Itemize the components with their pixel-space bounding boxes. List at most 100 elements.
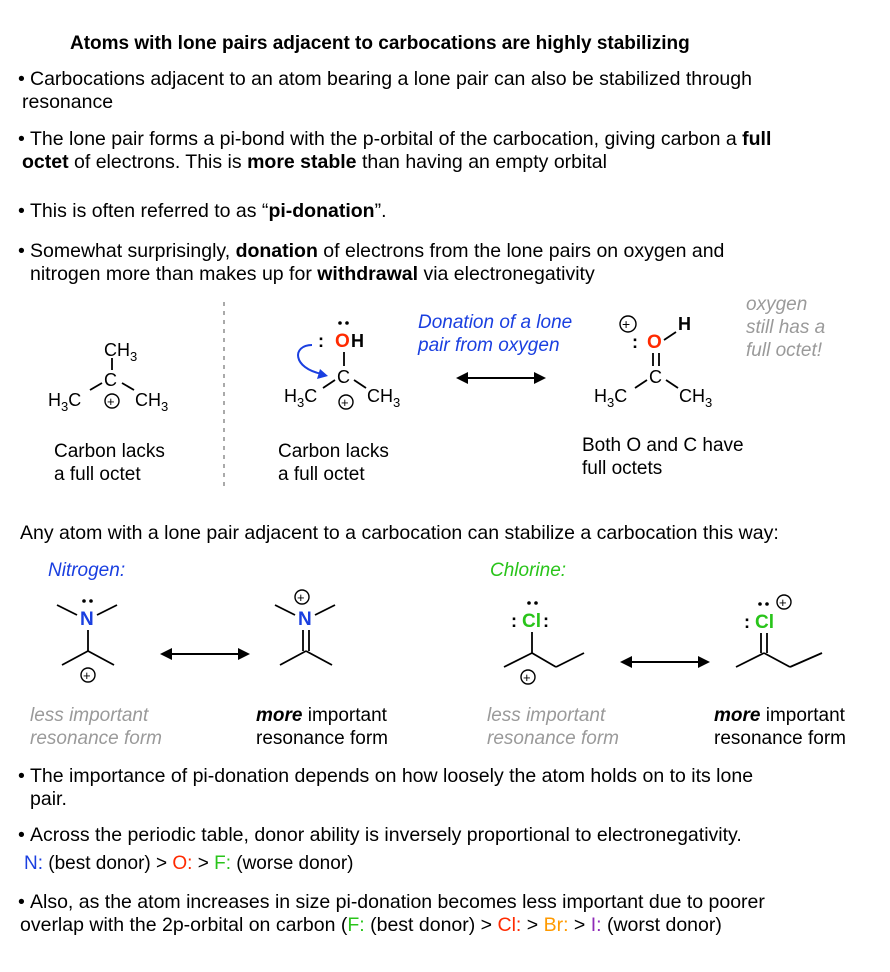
atom-label: H3C bbox=[594, 386, 627, 410]
more-important-label-chlorine: more important resonance form bbox=[714, 704, 846, 750]
order-text: (best donor) > bbox=[43, 853, 173, 874]
bullet-text: This is often referred to as “ bbox=[30, 200, 269, 222]
charge-sign: + bbox=[779, 595, 787, 610]
atom-label: CH3 bbox=[135, 390, 168, 414]
bond-line bbox=[634, 379, 648, 389]
lone-pair-dot bbox=[534, 601, 538, 605]
caption-hydroxy: Carbon lacks a full octet bbox=[278, 440, 389, 486]
carbocation-structures-diagram: CH3 C H3C CH3 + : O H C H3C CH3 + Donati… bbox=[48, 294, 825, 488]
bullet-text: via electronegativity bbox=[418, 263, 595, 285]
atom-label: CH3 bbox=[367, 386, 400, 410]
bond-line bbox=[314, 604, 336, 616]
positive-charge-icon bbox=[294, 589, 310, 605]
bullet-text: ”. bbox=[374, 200, 387, 222]
nitrogen-atom: N bbox=[80, 609, 94, 630]
bullet-dot: • bbox=[18, 891, 25, 913]
oxygen-note-line1: oxygen bbox=[746, 294, 807, 315]
caption-text: Carbon lacks bbox=[54, 441, 165, 462]
bond-line bbox=[121, 382, 135, 391]
resonance-arrow-icon bbox=[456, 372, 546, 384]
nitrogen-symbol: N: bbox=[24, 853, 43, 874]
label-text: resonance form bbox=[714, 728, 847, 749]
caption-text: full octets bbox=[582, 458, 663, 479]
bond-line bbox=[322, 379, 336, 389]
positive-charge-icon bbox=[104, 393, 120, 409]
lone-pair: : bbox=[318, 331, 324, 351]
bullet-dot: • bbox=[18, 68, 25, 90]
oxygen-note-line2: still has a bbox=[746, 317, 825, 338]
bullet-dot: • bbox=[18, 128, 25, 150]
label-text: resonance form bbox=[30, 728, 163, 749]
bond-line bbox=[503, 652, 533, 668]
bond-line bbox=[663, 331, 677, 341]
bullet-pi-donation: • This is often referred to as “pi-donat… bbox=[18, 200, 387, 223]
donation-label-line2: pair from oxygen bbox=[417, 335, 560, 356]
iodine-symbol: I: bbox=[590, 914, 602, 936]
label-text: important bbox=[760, 705, 845, 726]
less-important-label-chlorine: less important resonance form bbox=[487, 704, 619, 750]
positive-charge-icon bbox=[520, 669, 536, 685]
label-text: resonance form bbox=[487, 728, 620, 749]
bullet-bold-text: donation bbox=[235, 240, 318, 262]
bullet-dot: • bbox=[18, 765, 25, 787]
donation-label-line1: Donation of a lone bbox=[418, 312, 572, 333]
less-important-label-nitrogen: less important resonance form bbox=[30, 704, 162, 750]
label-text: less important bbox=[487, 705, 606, 726]
amine-carbocation-structure: N + bbox=[56, 599, 118, 683]
positive-charge-icon bbox=[776, 594, 792, 610]
bullet-pi-bond: • The lone pair forms a pi-bond with the… bbox=[18, 128, 771, 174]
bond-line bbox=[555, 652, 585, 668]
bond-line bbox=[735, 652, 765, 668]
order-text: (worse donor) bbox=[230, 853, 354, 874]
charge-sign: + bbox=[297, 590, 305, 605]
bullet-resonance: • Carbocations adjacent to an atom beari… bbox=[18, 68, 752, 114]
positive-charge-icon bbox=[338, 394, 354, 410]
bullet-text: overlap with the 2p-orbital on carbon ( bbox=[20, 914, 348, 936]
hydroxy-carbocation-structure: : O H C H3C CH3 + bbox=[284, 321, 400, 410]
bullet-atom-size: • Also, as the atom increases in size pi… bbox=[18, 891, 765, 937]
bullet-dot: • bbox=[18, 200, 25, 222]
caption-text: Carbon lacks bbox=[278, 441, 389, 462]
chloro-carbocation-structure: : Cl : + bbox=[503, 601, 585, 685]
lone-pair: : bbox=[632, 332, 638, 352]
label-text: less important bbox=[30, 705, 149, 726]
bullet-periodic-table: • Across the periodic table, donor abili… bbox=[18, 824, 742, 847]
bond-line bbox=[56, 604, 78, 616]
bullet-text: pair. bbox=[30, 788, 67, 810]
chlorine-symbol: Cl: bbox=[497, 914, 522, 936]
oxocarbenium-structure: + : O H C H3C CH3 bbox=[594, 314, 712, 410]
lone-pair-dot bbox=[338, 321, 342, 325]
atom-label: C bbox=[337, 367, 350, 387]
caption-text: a full octet bbox=[278, 464, 365, 485]
charge-sign: + bbox=[341, 395, 349, 410]
fluorine-symbol: F: bbox=[347, 914, 365, 936]
lone-pair: : bbox=[511, 611, 517, 631]
label-bold-text: more bbox=[714, 705, 761, 726]
page-title: Atoms with lone pairs adjacent to carboc… bbox=[70, 33, 690, 54]
heteroatom-resonance-diagram: N + + N : Cl : + bbox=[56, 589, 823, 685]
chloronium-structure: + : Cl bbox=[735, 594, 823, 668]
bullet-bold-text: octet bbox=[22, 151, 69, 173]
positive-charge-icon bbox=[619, 315, 637, 333]
label-bold-text: more bbox=[256, 705, 303, 726]
bullet-text: Somewhat surprisingly, bbox=[30, 240, 236, 262]
bullet-text: Also, as the atom increases in size pi-d… bbox=[30, 891, 765, 913]
bullet-dot: • bbox=[18, 824, 25, 846]
bullet-text: > bbox=[568, 914, 591, 936]
lone-pair: : bbox=[543, 611, 549, 631]
atom-label: CH3 bbox=[104, 340, 137, 364]
bond-line bbox=[96, 604, 118, 616]
charge-sign: + bbox=[83, 668, 91, 683]
bullet-text: of electrons. This is bbox=[68, 151, 248, 173]
curved-arrow-icon bbox=[297, 344, 323, 375]
bond-line bbox=[61, 650, 89, 666]
charge-sign: + bbox=[107, 394, 115, 409]
atom-label: H3C bbox=[284, 386, 317, 410]
bullet-text: of electrons from the lone pairs on oxyg… bbox=[317, 240, 725, 262]
fluorine-symbol: F: bbox=[214, 853, 231, 874]
iminium-structure: + N bbox=[274, 589, 336, 666]
label-text: important bbox=[302, 705, 387, 726]
bullet-donation-withdrawal: • Somewhat surprisingly, donation of ele… bbox=[18, 240, 725, 286]
bond-line bbox=[531, 652, 557, 668]
oxygen-atom: O bbox=[335, 331, 350, 352]
